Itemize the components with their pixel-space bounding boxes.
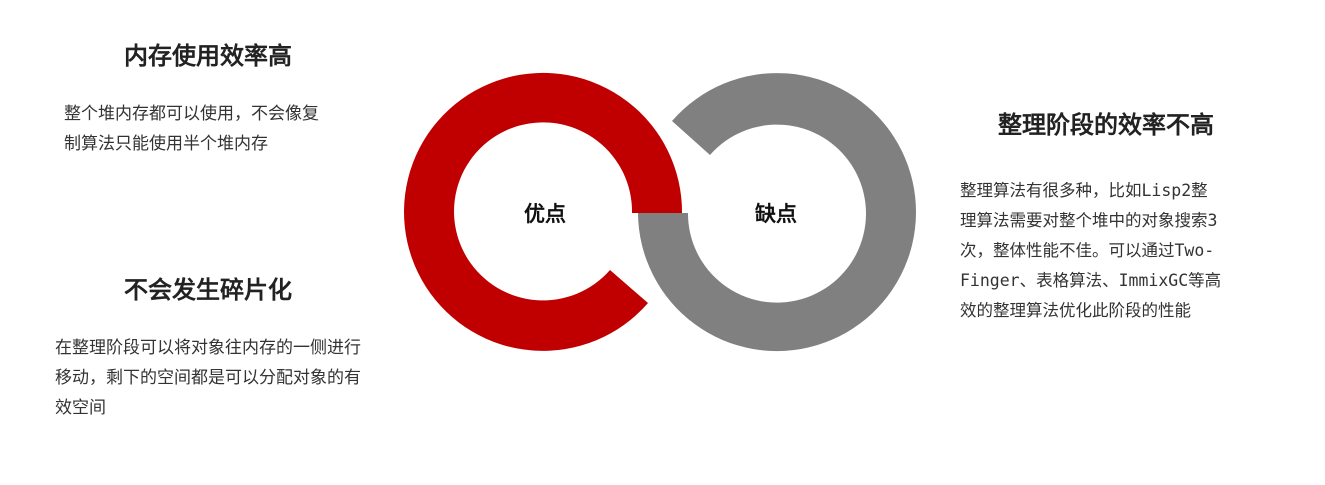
pros-ring: [404, 72, 683, 351]
pro-2-description: 在整理阶段可以将对象往内存的一侧进行 移动，剩下的空间都是可以分配对象的有 效空…: [55, 333, 361, 423]
con-1-line-5: 效的整理算法优化此阶段的性能: [960, 301, 1191, 320]
con-1-description: 整理算法有很多种，比如Lisp2整 理算法需要对整个堆中的对象搜索3 次，整体性…: [960, 176, 1221, 326]
cons-label: 缺点: [755, 202, 797, 226]
con-1-line-3: 次，整体性能不佳。可以通过Two-: [960, 241, 1215, 260]
con-1-line-1: 整理算法有很多种，比如Lisp2整: [960, 181, 1208, 200]
con-1-line-4: Finger、表格算法、ImmixGC等高: [960, 271, 1222, 290]
con-1-title: 整理阶段的效率不高: [998, 111, 1214, 139]
cons-ring: [638, 73, 916, 352]
pro-1-line-1: 整个堆内存都可以使用，不会像复: [64, 104, 319, 124]
pro-1-line-2: 制算法只能使用半个堆内存: [64, 134, 268, 154]
pros-label: 优点: [524, 202, 566, 226]
pro-1-description: 整个堆内存都可以使用，不会像复 制算法只能使用半个堆内存: [64, 99, 319, 159]
pro-2-line-3: 效空间: [55, 398, 106, 418]
pro-2-title: 不会发生碎片化: [124, 276, 292, 304]
pro-2-line-2: 移动，剩下的空间都是可以分配对象的有: [55, 368, 361, 388]
pro-1-title: 内存使用效率高: [124, 42, 292, 70]
con-1-line-2: 理算法需要对整个堆中的对象搜索3: [960, 211, 1218, 230]
pro-2-line-1: 在整理阶段可以将对象往内存的一侧进行: [55, 338, 361, 358]
